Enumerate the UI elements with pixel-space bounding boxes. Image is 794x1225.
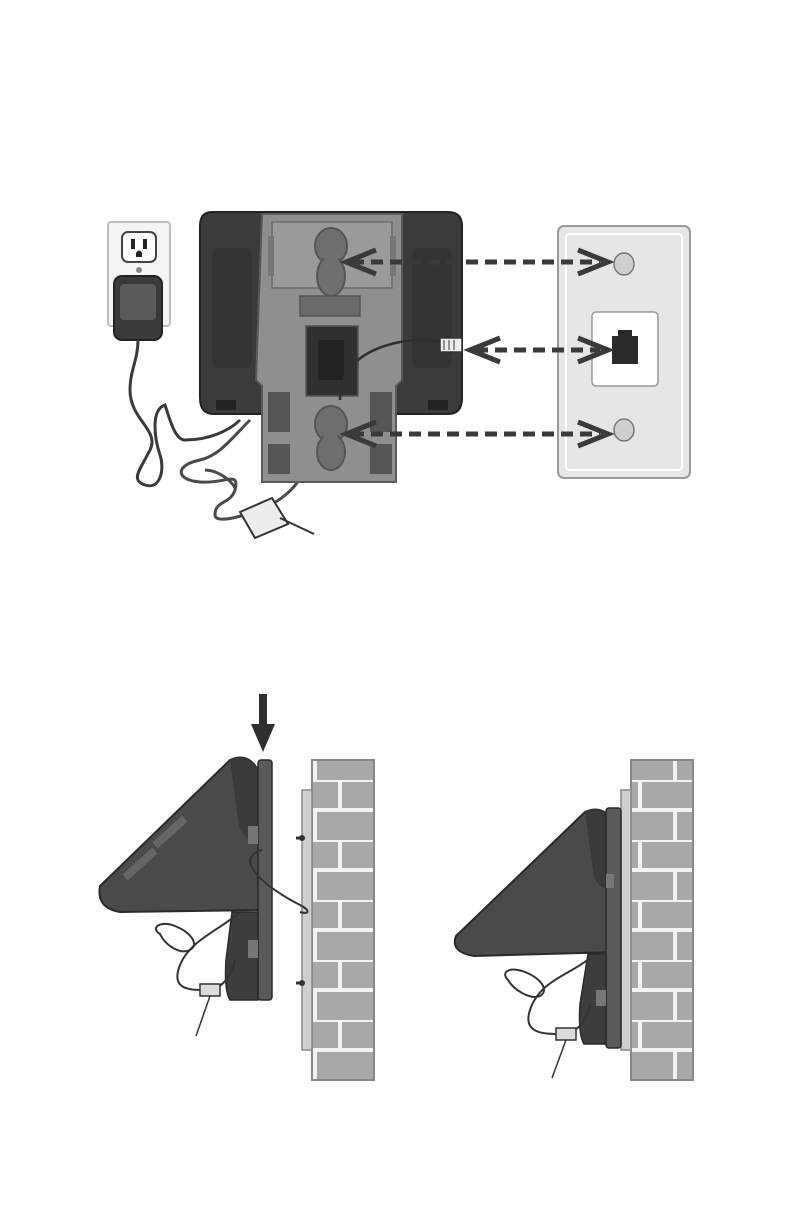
brick-wall-right	[631, 760, 693, 1080]
down-arrow	[251, 694, 275, 752]
mounting-screw-bottom	[614, 419, 634, 441]
bottom-left-figure	[99, 694, 374, 1080]
power-adapter	[114, 276, 162, 340]
cord-tag	[240, 498, 314, 538]
brick-wall	[312, 760, 374, 1080]
top-figure	[108, 212, 690, 538]
line-connector-right	[556, 1028, 576, 1040]
bottom-right-figure	[455, 760, 693, 1080]
mounting-screw-top	[614, 253, 634, 275]
telephone-plug	[440, 338, 462, 352]
line-connector	[200, 984, 220, 996]
bottom-keyhole	[315, 406, 347, 470]
telephone-base-mounted	[455, 808, 621, 1048]
telephone-base-side	[99, 758, 272, 1000]
